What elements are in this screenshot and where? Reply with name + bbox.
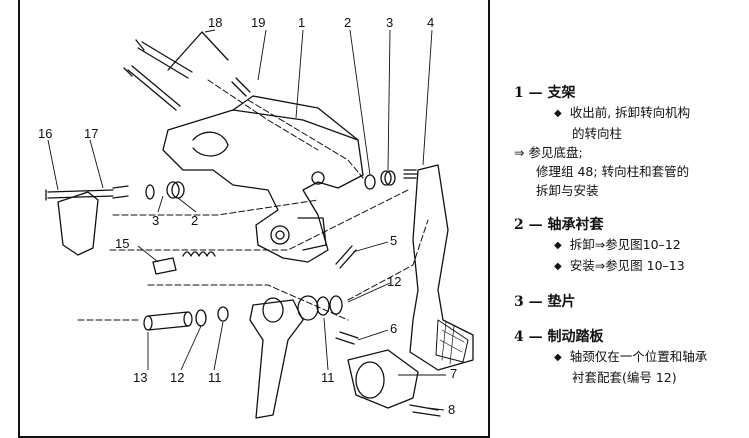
callout-12-right: 12	[387, 274, 401, 289]
callout-6: 6	[390, 321, 397, 336]
bolt-19	[231, 77, 251, 97]
exploded-pedal-diagram: 18 19 1 2 3 4 16 17 3 2 15 5 12 6 13 12 …	[38, 15, 474, 419]
callout-11-left: 11	[208, 370, 222, 385]
callout-16: 16	[38, 126, 52, 141]
callout-19: 19	[251, 15, 265, 30]
brake-pedal-4	[409, 164, 474, 371]
brake-master-cylinder-7	[347, 349, 419, 409]
legend-item-2-heading: 2 — 轴承衬套	[514, 217, 604, 233]
callout-12-bottom: 12	[170, 370, 184, 385]
legend-item-3-heading: 3 — 垫片	[514, 294, 576, 310]
callout-1: 1	[298, 15, 305, 30]
callout-18: 18	[208, 15, 222, 30]
callout-4: 4	[427, 15, 434, 30]
callout-3-left: 3	[152, 213, 159, 228]
legend-item-1-note: 收出前, 拆卸转向机构	[514, 103, 749, 124]
legend-item-4-note: 轴颈仅在一个位置和轴承	[514, 347, 749, 368]
callout-5: 5	[390, 233, 397, 248]
clutch-pedal-17	[57, 191, 99, 256]
legend-item-4-heading: 4 — 制动踏板	[514, 329, 604, 345]
callout-3-top: 3	[386, 15, 393, 30]
legend-item-1-reference: ⇒ 参见底盘;	[514, 145, 583, 160]
callout-11-right: 11	[321, 370, 335, 385]
legend-item-2-removal: 拆卸⇒参见图10–12	[514, 235, 749, 256]
bolt-18-b	[123, 65, 181, 111]
callout-2-top: 2	[344, 15, 351, 30]
parts-legend: 1 — 支架 收出前, 拆卸转向机构 的转向柱 ⇒ 参见底盘; 修理组 48; …	[514, 84, 749, 387]
callout-15: 15	[115, 236, 129, 251]
bolt-16	[45, 189, 114, 201]
legend-item-1-note-cont: 的转向柱	[572, 126, 623, 141]
callout-8: 8	[448, 402, 455, 417]
legend-item-4-note-cont: 衬套配套(编号 12)	[572, 370, 677, 385]
legend-item-1-heading: 1 — 支架	[514, 85, 576, 101]
assembly-guide-lines	[77, 79, 429, 321]
callout-2-left: 2	[191, 213, 198, 228]
callout-17: 17	[84, 126, 98, 141]
spring-15	[182, 251, 216, 257]
legend-item-1-reference-detail-cont: 拆卸与安装	[536, 183, 599, 198]
lower-pedal-arm	[249, 299, 304, 419]
legend-item-1-reference-detail: 修理组 48; 转向柱和套管的	[536, 164, 690, 179]
callout-13: 13	[133, 370, 147, 385]
callout-7: 7	[450, 366, 457, 381]
sleeve-13	[147, 311, 189, 331]
bolt-18-a	[135, 39, 193, 79]
manual-page: 18 19 1 2 3 4 16 17 3 2 15 5 12 6 13 12 …	[0, 0, 749, 425]
bracket-1	[162, 109, 364, 263]
legend-item-2-installation: 安装⇒参见图 10–13	[514, 256, 749, 277]
